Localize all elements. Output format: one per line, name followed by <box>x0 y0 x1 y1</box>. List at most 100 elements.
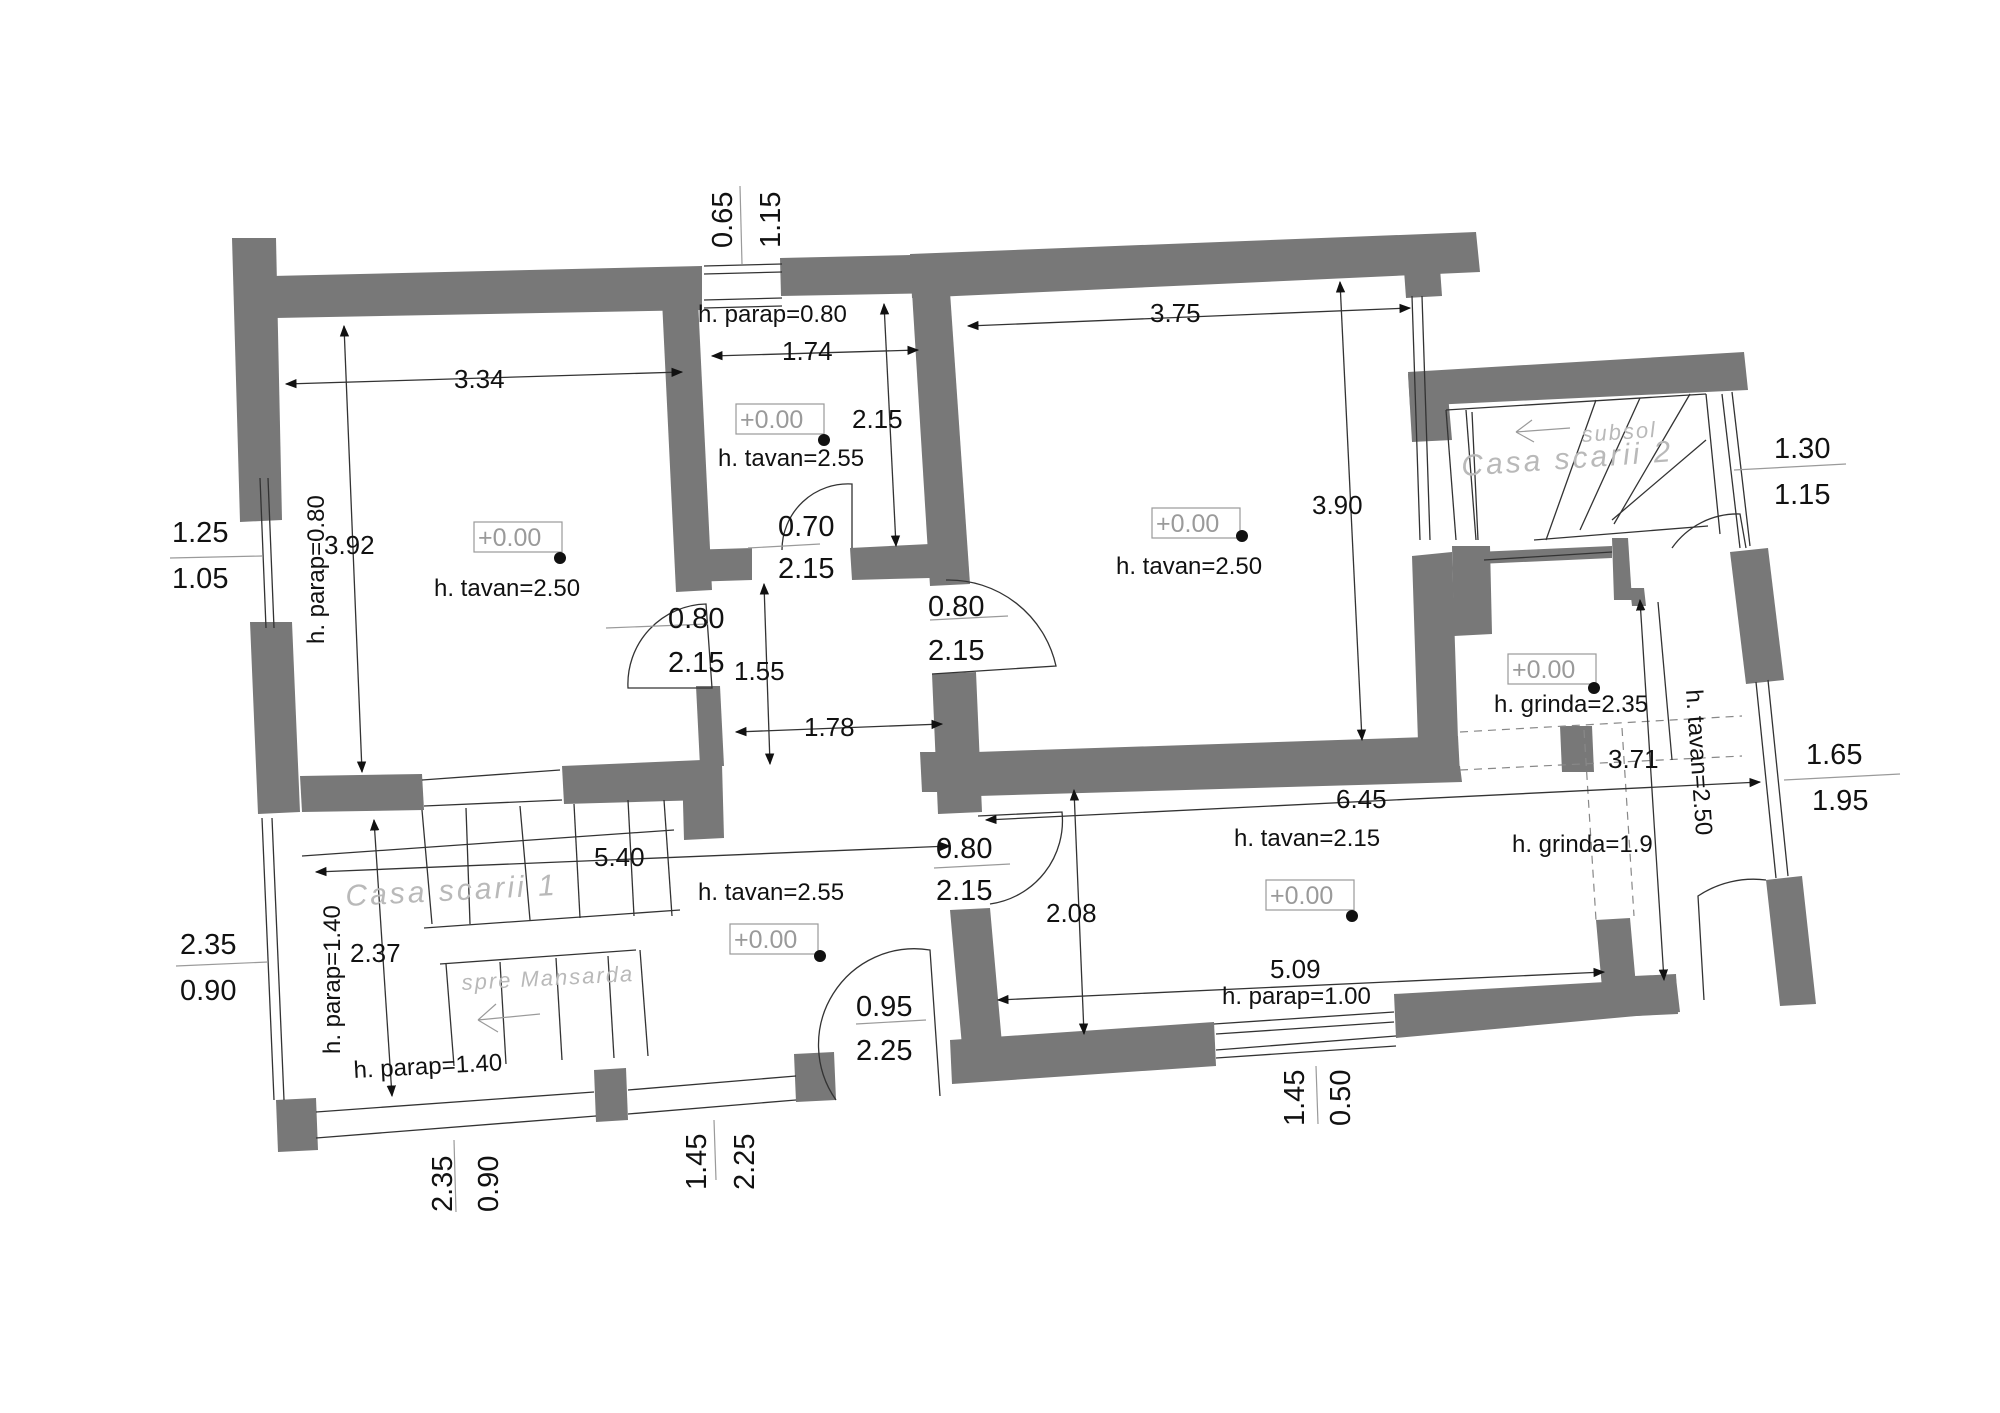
hall-width-a: 1.78 <box>804 712 855 742</box>
bottom-left-window-b: 0.90 <box>473 1156 505 1212</box>
room-d-sill: h. parap=1.00 <box>1222 983 1371 1010</box>
wall-a-bottom-left <box>300 774 424 812</box>
dimension-lines <box>169 185 1901 1213</box>
room-b-level: +0.00 <box>740 406 803 434</box>
stair-2-arrow <box>1515 419 1571 443</box>
door-swing-c <box>931 579 1057 675</box>
door-d-b: 2.15 <box>936 875 992 907</box>
wall-bottom-mid-pier <box>594 1068 628 1122</box>
bottom-left-window-a: 2.35 <box>427 1156 459 1212</box>
left-lower-window-b: 0.90 <box>180 975 236 1007</box>
door-b-a: 0.70 <box>778 511 834 543</box>
door-b-b: 2.15 <box>778 553 834 585</box>
doors <box>627 483 1767 1101</box>
wall-d-right-corner <box>1634 974 1678 1016</box>
room-d-width: 5.09 <box>1270 954 1321 984</box>
wall-partition-ab <box>662 300 712 592</box>
wall-d-left <box>950 908 1002 1046</box>
door-swing-b <box>781 483 853 551</box>
room-d-level: +0.00 <box>1270 882 1333 910</box>
hall-level: +0.00 <box>734 926 797 954</box>
wall-hall-stub-left <box>696 686 724 766</box>
wall-right-lower <box>1766 876 1816 1006</box>
wall-partition-bc <box>912 292 970 586</box>
door-swing-stair2 <box>1671 513 1747 549</box>
door-a-a: 0.80 <box>668 603 724 635</box>
room-d-ceiling: h. tavan=2.15 <box>1234 825 1380 852</box>
stair-2-depth: 3.71 <box>1608 744 1659 774</box>
wall-left-top <box>232 238 282 522</box>
hall-depth-a: 1.55 <box>734 656 785 686</box>
room-c-depth: 3.90 <box>1312 490 1363 520</box>
wall-b-bottom-right <box>850 544 930 580</box>
wall-right-c-top <box>1404 268 1442 298</box>
wall-bottom-left-corner <box>276 1098 318 1152</box>
stair-1-sill-bottom: h. parap=1.40 <box>353 1049 503 1084</box>
room-a-level: +0.00 <box>478 524 541 552</box>
right-window-bottom-a: 1.65 <box>1806 739 1862 771</box>
door-swing-right <box>1697 878 1767 1001</box>
door-d-a: 0.80 <box>936 833 992 865</box>
top-window-b: 1.15 <box>755 192 787 248</box>
wall-right-upper <box>1730 548 1784 684</box>
wall-hall-pier <box>682 764 724 840</box>
wall-central-pier-side <box>920 752 946 792</box>
right-window-top-b: 1.15 <box>1774 479 1830 511</box>
room-b-width: 1.74 <box>782 336 833 366</box>
left-window-a: 1.25 <box>172 517 228 549</box>
room-d-length: 6.45 <box>1336 784 1387 814</box>
wall-stair2-left <box>1408 372 1452 442</box>
entry-door-b: 2.25 <box>856 1035 912 1067</box>
labels: 3.34 3.92 +0.00 h. tavan=2.50 h. parap=0… <box>172 192 1868 1212</box>
wall-stair2-mid <box>1476 546 1612 564</box>
hall-length: 5.40 <box>594 842 645 872</box>
room-b-ceiling: h. tavan=2.55 <box>718 445 864 472</box>
stair-2-direction: subsol <box>1581 417 1658 447</box>
wall-stair2-notch <box>1452 546 1492 636</box>
room-a-ceiling: h. tavan=2.50 <box>434 575 580 602</box>
bottom-right-window-a: 1.45 <box>1279 1070 1311 1126</box>
room-c-ceiling: h. tavan=2.50 <box>1116 553 1262 580</box>
stair-1-direction: spre Mansarda <box>461 961 635 995</box>
room-d-beam: h. grinda=1.9 <box>1512 831 1653 858</box>
entry-door-a: 0.95 <box>856 991 912 1023</box>
wall-left-lower <box>250 622 300 814</box>
wall-a-bottom-right <box>562 760 704 804</box>
wall-stair2-pier2 <box>1630 588 1646 606</box>
room-b-sill: h. parap=0.80 <box>698 301 847 328</box>
left-lower-window-a: 2.35 <box>180 929 236 961</box>
door-swing-a <box>627 603 713 689</box>
level-markers <box>473 403 1600 962</box>
right-window-top-a: 1.30 <box>1774 433 1830 465</box>
wall-stair2-top <box>1408 352 1748 406</box>
stair-2-beam: h. grinda=2.35 <box>1494 691 1648 718</box>
bottom-right-window-b: 0.50 <box>1325 1070 1357 1126</box>
room-a-width: 3.34 <box>454 364 505 394</box>
room-c-level: +0.00 <box>1156 510 1219 538</box>
room-d-depth: 2.08 <box>1046 898 1097 928</box>
wall-stair2-pier <box>1612 538 1632 600</box>
door-c-b: 2.15 <box>928 635 984 667</box>
door-c-a: 0.80 <box>928 591 984 623</box>
top-window-a: 0.65 <box>707 192 739 248</box>
right-window-bottom-b: 1.95 <box>1812 785 1868 817</box>
bottom-mid-window-b: 2.25 <box>729 1134 761 1190</box>
room-c-width: 3.75 <box>1150 298 1201 328</box>
wall-central-pier <box>932 672 982 814</box>
wall-d-right-stub <box>1596 918 1636 988</box>
door-a-b: 2.15 <box>668 647 724 679</box>
room-a-depth: 3.92 <box>324 530 375 560</box>
wall-bottom-right-pier <box>794 1052 836 1102</box>
hall-depth-b: 2.37 <box>350 938 401 968</box>
room-a-sill: h. parap=0.80 <box>303 495 330 644</box>
stair-1-name: Casa scarii 1 <box>345 869 559 913</box>
stair-2-ceiling: h. tavan=2.50 <box>1680 689 1717 837</box>
wall-c-right <box>1412 552 1458 742</box>
wall-top-right <box>910 232 1480 298</box>
left-window-b: 1.05 <box>172 563 228 595</box>
stair-1-arrow <box>477 1003 541 1033</box>
wall-b-bottom-left <box>686 548 752 582</box>
bottom-mid-window-a: 1.45 <box>681 1134 713 1190</box>
door-swing-entry <box>817 948 941 1101</box>
